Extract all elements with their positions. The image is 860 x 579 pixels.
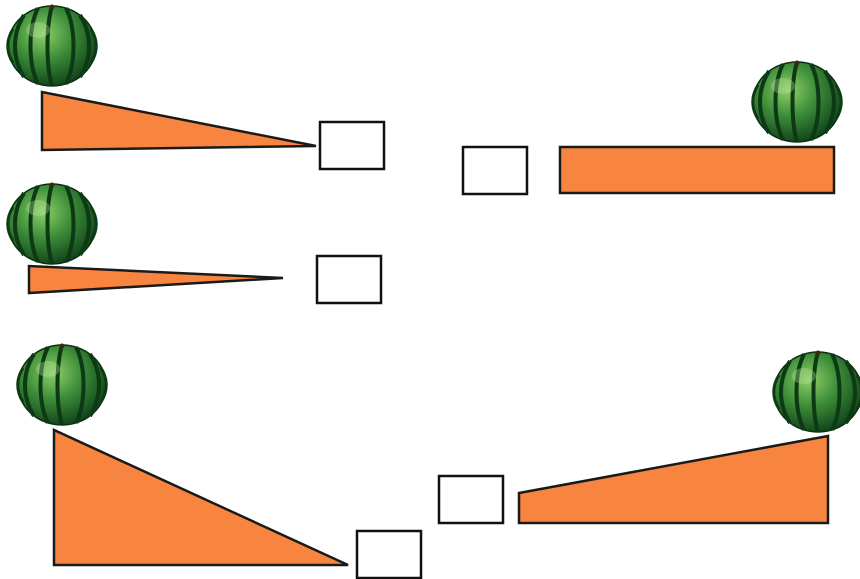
ramp-5-group — [519, 351, 860, 524]
ramp-1-group — [8, 5, 316, 151]
ramp-1 — [42, 92, 316, 150]
answer-box-4[interactable] — [357, 531, 421, 578]
ramp-3-group — [8, 183, 283, 294]
watermelon-icon — [18, 344, 107, 426]
answer-box-3[interactable] — [317, 256, 381, 303]
watermelon-icon — [8, 183, 97, 265]
ramp-4 — [54, 430, 348, 565]
ramp-4-group — [18, 344, 348, 566]
watermelon-icon — [8, 5, 97, 87]
ramp-3 — [29, 266, 283, 293]
watermelon-icon — [753, 61, 842, 143]
watermelon-icon — [774, 351, 860, 433]
ramp-2-group — [560, 61, 841, 194]
answer-box-5[interactable] — [439, 476, 503, 523]
answer-box-2[interactable] — [463, 147, 527, 194]
answer-box-1[interactable] — [320, 122, 384, 169]
ramp-5 — [519, 436, 828, 523]
ramp-2 — [560, 147, 834, 193]
